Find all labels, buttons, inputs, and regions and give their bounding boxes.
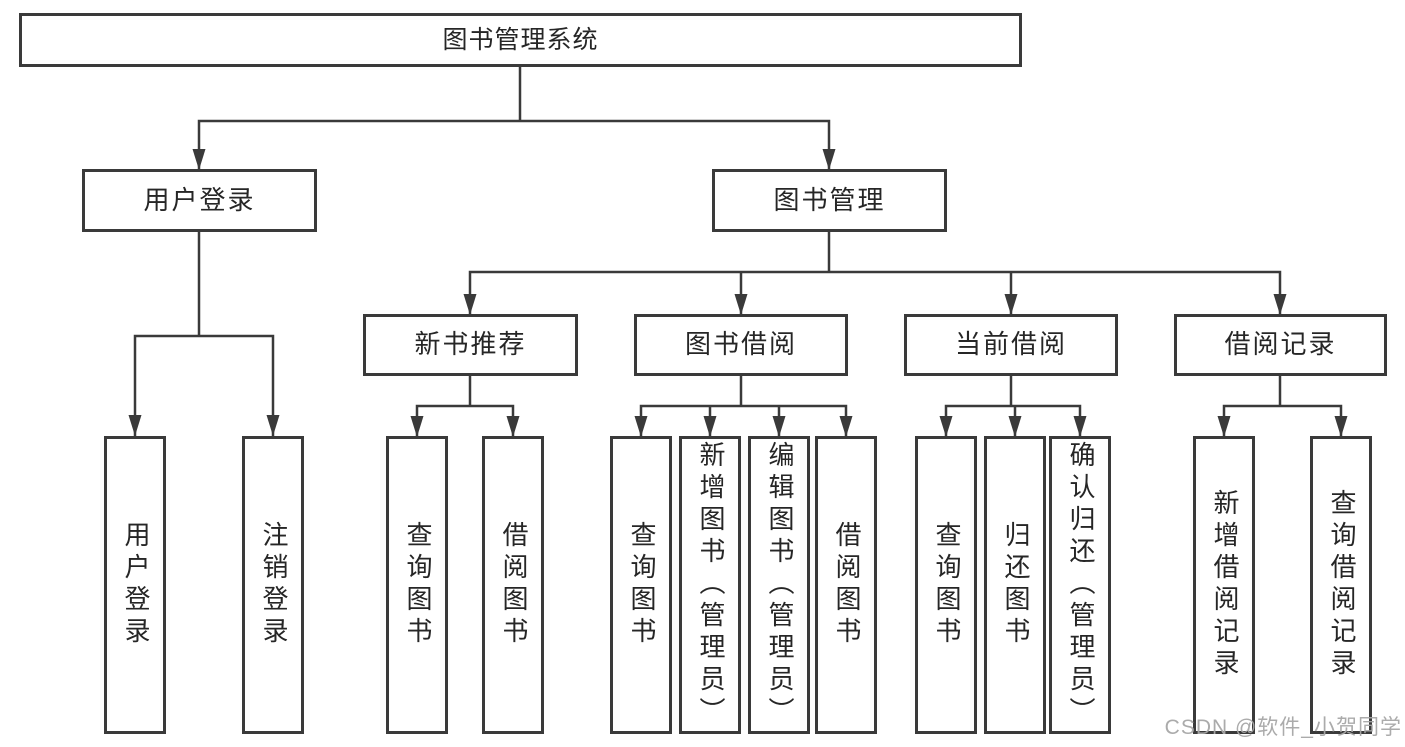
- node-new-book-recommend: 新书推荐: [363, 314, 578, 376]
- connector-user-login: [133, 232, 275, 436]
- connector-borrow-records: [1222, 376, 1343, 437]
- connector-current-borrow: [944, 376, 1082, 437]
- node-book-borrow: 图书借阅: [634, 314, 848, 376]
- leaf-borrow-books: 借阅图书: [815, 436, 877, 734]
- leaf-add-borrow-record: 新增借阅记录: [1193, 436, 1255, 734]
- leaf-query-books-recommend: 查询图书: [386, 436, 448, 734]
- leaf-edit-book-admin: 编辑图书（管理员）: [748, 436, 810, 734]
- leaf-query-books-current: 查询图书: [915, 436, 977, 734]
- leaf-query-books-borrow: 查询图书: [610, 436, 672, 734]
- connector-book-borrow: [639, 376, 848, 437]
- node-current-borrow: 当前借阅: [904, 314, 1118, 376]
- node-book-management: 图书管理: [712, 169, 947, 232]
- leaf-query-borrow-record: 查询借阅记录: [1310, 436, 1372, 734]
- connector-book-management: [468, 232, 1282, 315]
- leaf-borrow-books-recommend: 借阅图书: [482, 436, 544, 734]
- node-root: 图书管理系统: [19, 13, 1022, 67]
- connector-root: [197, 67, 831, 170]
- leaf-logout: 注销登录: [242, 436, 304, 734]
- leaf-add-book-admin: 新增图书（管理员）: [679, 436, 741, 734]
- leaf-user-login: 用户登录: [104, 436, 166, 734]
- leaf-return-book: 归还图书: [984, 436, 1046, 734]
- leaf-confirm-return-admin: 确认归还（管理员）: [1049, 436, 1111, 734]
- node-borrow-records: 借阅记录: [1174, 314, 1387, 376]
- csdn-watermark: CSDN @软件_小贺同学: [1164, 716, 1402, 739]
- connector-new-book-recommend: [415, 376, 515, 437]
- node-user-login: 用户登录: [82, 169, 317, 232]
